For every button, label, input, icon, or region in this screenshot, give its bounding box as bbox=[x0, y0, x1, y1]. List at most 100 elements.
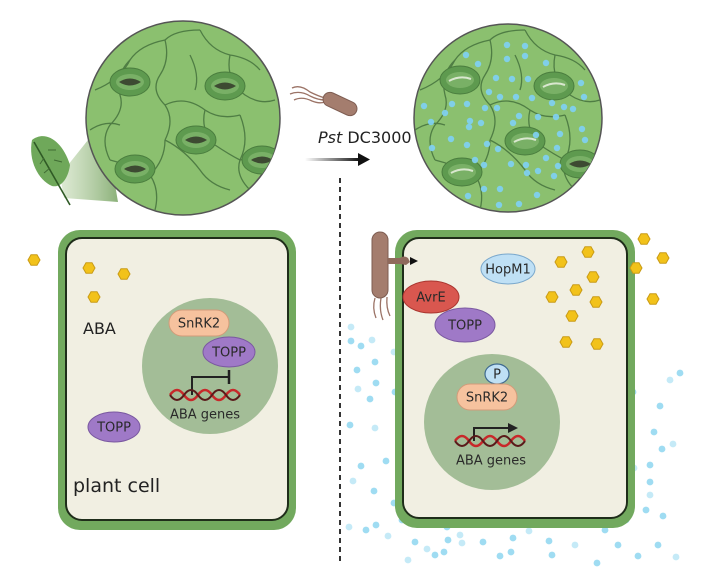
svg-text:SnRK2: SnRK2 bbox=[178, 317, 220, 332]
stoma-open bbox=[533, 71, 575, 101]
water-droplet bbox=[507, 548, 515, 556]
aba-molecule bbox=[117, 268, 131, 280]
repression-symbol bbox=[191, 370, 231, 395]
water-droplet bbox=[481, 104, 489, 112]
water-droplet bbox=[485, 88, 493, 96]
aba-molecule bbox=[586, 271, 600, 283]
topp-protein: TOPP bbox=[202, 336, 256, 368]
water-droplet bbox=[444, 536, 452, 544]
water-droplet bbox=[431, 551, 439, 559]
water-droplet bbox=[462, 51, 470, 59]
water-droplet bbox=[382, 457, 390, 465]
water-droplet bbox=[528, 94, 536, 102]
water-droplet bbox=[593, 559, 601, 567]
aba-molecule bbox=[569, 284, 583, 296]
treatment-label: Pst DC3000 bbox=[318, 128, 412, 147]
water-droplet bbox=[577, 79, 585, 87]
water-droplet bbox=[404, 556, 412, 564]
stoma-open bbox=[439, 65, 481, 95]
stoma-closed bbox=[204, 71, 246, 101]
water-droplet bbox=[495, 201, 503, 209]
leaf-surface-infected bbox=[413, 23, 603, 213]
snrk2-protein: SnRK2 bbox=[456, 383, 518, 411]
aba-molecule bbox=[656, 252, 670, 264]
water-droplet bbox=[347, 323, 355, 331]
water-droplet bbox=[580, 93, 588, 101]
aba-molecule bbox=[545, 291, 559, 303]
svg-text:TOPP: TOPP bbox=[447, 319, 482, 334]
water-droplet bbox=[370, 487, 378, 495]
water-droplet bbox=[477, 119, 485, 127]
water-droplet bbox=[372, 379, 380, 387]
water-droplet bbox=[521, 52, 529, 60]
bacterium-attached-icon bbox=[371, 231, 418, 321]
water-droplet bbox=[650, 428, 658, 436]
water-droplet bbox=[456, 531, 464, 539]
water-droplet bbox=[672, 553, 680, 561]
water-droplet bbox=[532, 131, 540, 139]
water-droplet bbox=[534, 167, 542, 175]
water-droplet bbox=[503, 41, 511, 49]
water-droplet bbox=[560, 103, 568, 111]
nucleus: SnRK2 TOPP ABA genes bbox=[142, 298, 278, 434]
water-droplet bbox=[353, 366, 361, 374]
water-droplet bbox=[569, 105, 577, 113]
water-droplet bbox=[466, 117, 474, 125]
water-droplet bbox=[349, 477, 357, 485]
water-droplet bbox=[534, 113, 542, 121]
water-droplet bbox=[357, 462, 365, 470]
water-droplet bbox=[447, 135, 455, 143]
svg-text:HopM1: HopM1 bbox=[485, 263, 530, 278]
water-droplet bbox=[646, 461, 654, 469]
water-droplet bbox=[463, 141, 471, 149]
water-droplet bbox=[666, 376, 674, 384]
stoma-closed bbox=[114, 154, 156, 184]
water-droplet bbox=[523, 169, 531, 177]
water-droplet bbox=[366, 395, 374, 403]
svg-text:SnRK2: SnRK2 bbox=[466, 391, 508, 406]
water-droplet bbox=[550, 172, 558, 180]
water-droplet bbox=[362, 526, 370, 534]
leaf-surface-uninfected bbox=[85, 20, 281, 216]
water-droplet bbox=[512, 93, 520, 101]
apoplast-water bbox=[420, 41, 589, 209]
water-droplet bbox=[464, 192, 472, 200]
water-droplet bbox=[581, 136, 589, 144]
water-droplet bbox=[553, 144, 561, 152]
water-droplet bbox=[676, 369, 684, 377]
water-droplet bbox=[480, 185, 488, 193]
water-droplet bbox=[471, 156, 479, 164]
water-droplet bbox=[411, 538, 419, 546]
water-droplet bbox=[515, 112, 523, 120]
water-droplet bbox=[654, 541, 662, 549]
water-droplet bbox=[656, 402, 664, 410]
water-droplet bbox=[448, 100, 456, 108]
water-droplet bbox=[533, 191, 541, 199]
water-droplet bbox=[465, 123, 473, 131]
aba-molecule bbox=[629, 262, 643, 274]
aba-genes-label: ABA genes bbox=[456, 454, 526, 469]
water-droplet bbox=[371, 424, 379, 432]
nucleus: P SnRK2 ABA genes bbox=[424, 354, 560, 490]
aba-molecule bbox=[637, 233, 651, 245]
water-droplet bbox=[423, 545, 431, 553]
water-droplet bbox=[524, 75, 532, 83]
water-droplet bbox=[440, 548, 448, 556]
water-droplet bbox=[542, 154, 550, 162]
stoma-open bbox=[559, 149, 601, 179]
aba-label: ABA bbox=[83, 319, 116, 338]
water-droplet bbox=[554, 162, 562, 170]
water-droplet bbox=[646, 478, 654, 486]
water-droplet bbox=[552, 113, 560, 121]
water-droplet bbox=[548, 551, 556, 559]
stoma-closed bbox=[109, 67, 151, 97]
svg-text:P: P bbox=[493, 368, 501, 383]
water-droplet bbox=[601, 526, 609, 534]
water-droplet bbox=[357, 342, 365, 350]
stoma-closed bbox=[241, 145, 280, 175]
water-droplet bbox=[441, 109, 449, 117]
plant-cell-label: plant cell bbox=[73, 475, 160, 497]
water-droplet bbox=[493, 104, 501, 112]
aba-molecule bbox=[590, 338, 604, 350]
water-droplet bbox=[496, 185, 504, 193]
